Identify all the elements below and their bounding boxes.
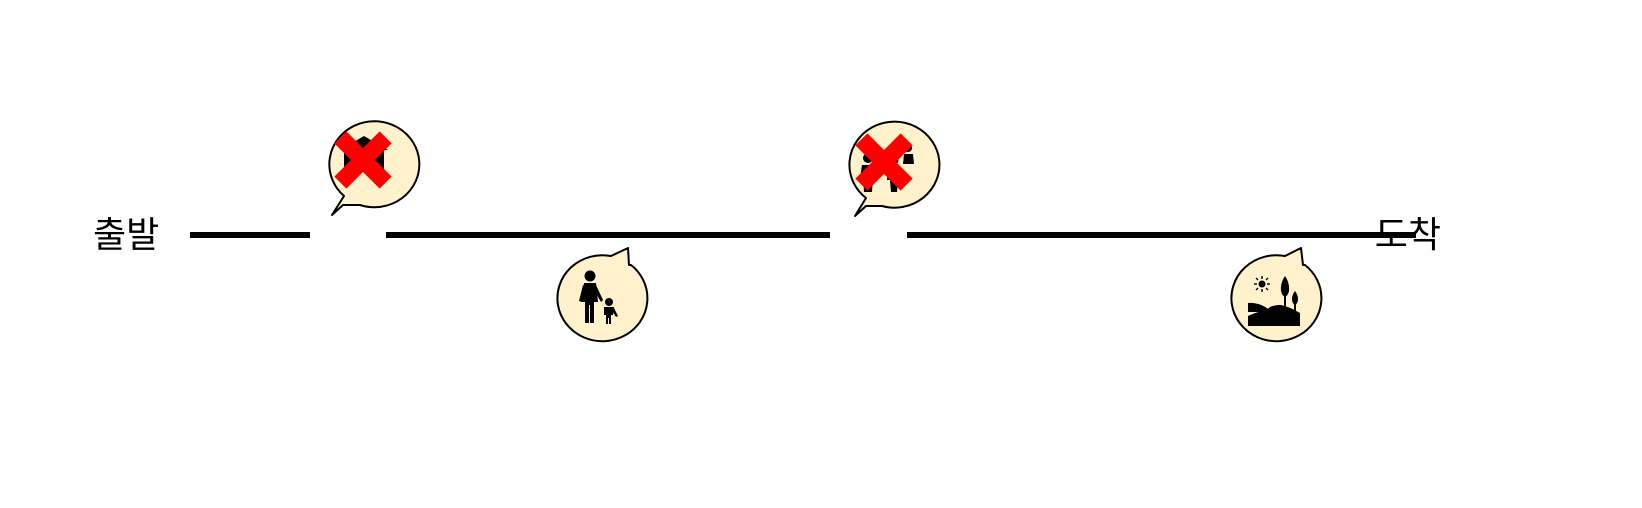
parent-child-icon [579, 270, 618, 324]
stop-bubble-house [328, 120, 421, 216]
park-icon [1248, 276, 1300, 326]
cross-mark-icon [334, 131, 392, 189]
speech-bubble [556, 247, 649, 343]
stop-bubble-family [848, 120, 941, 217]
hills-icon [1248, 302, 1300, 326]
sun-icon [1254, 276, 1270, 292]
cross-mark-icon [855, 133, 913, 191]
start-label: 출발 [93, 215, 159, 256]
stop-bubble-parent-child [556, 247, 649, 343]
tree-icon [1280, 276, 1298, 314]
stop-bubble-park [1230, 247, 1323, 343]
speech-bubble [1230, 247, 1323, 343]
